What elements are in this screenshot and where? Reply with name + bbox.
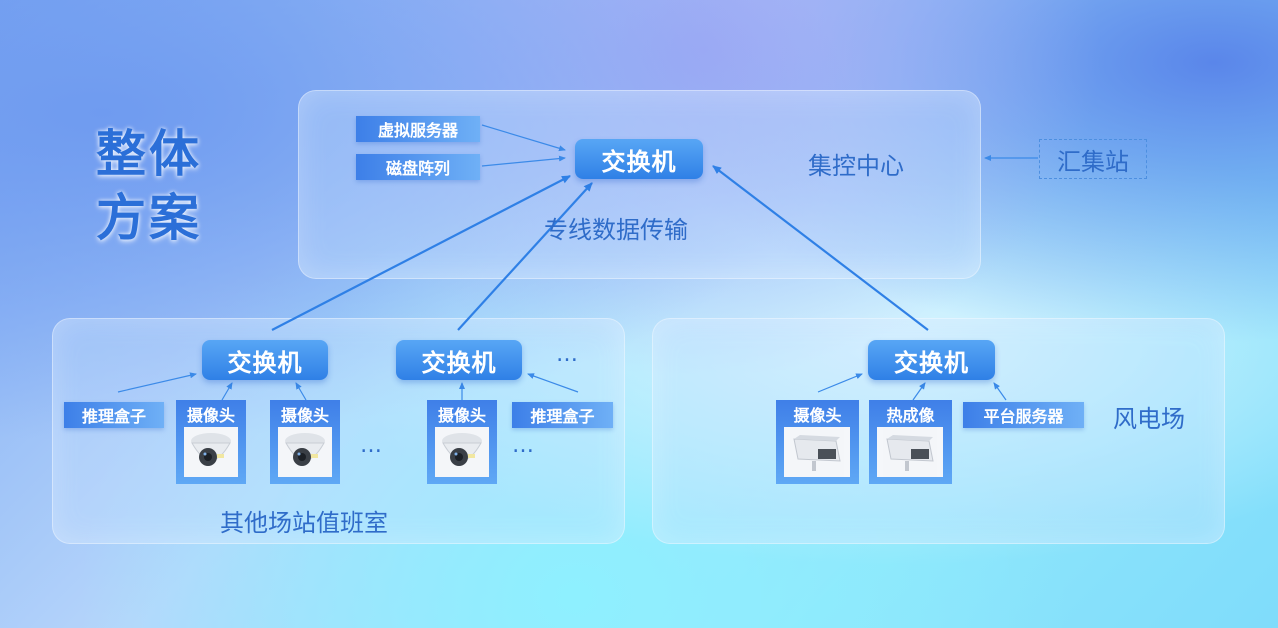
arrow-thermal: [912, 382, 926, 401]
platform-server-tag: 平台服务器: [963, 402, 1084, 428]
station-switch-2: 交换机: [396, 340, 522, 380]
station-more-dots: …: [556, 342, 579, 367]
camera-card-1: 摄像头: [176, 400, 246, 484]
arrow-platform-server: [993, 382, 1007, 401]
arrow-camera1: [221, 382, 233, 401]
uplink-wind-switch: [712, 165, 929, 331]
camera-card-3: 摄像头: [427, 400, 497, 484]
box-camera-icon: [784, 427, 850, 477]
title-line-1: 整体: [96, 125, 202, 183]
other-stations-label: 其他场站值班室: [220, 509, 388, 537]
title-line-2: 方案: [96, 189, 202, 247]
thermal-label: 热成像: [886, 406, 935, 425]
camera-card-2: 摄像头: [270, 400, 340, 484]
uplink-station-switch-2: [457, 182, 593, 331]
arrow-camera2: [295, 382, 307, 401]
transport-label: 专线数据传输: [544, 216, 688, 244]
camera-label: 摄像头: [280, 406, 329, 425]
arrow-infer-right: [527, 373, 579, 393]
virtual-server-tag: 虚拟服务器: [356, 116, 480, 142]
dome-camera-icon: [278, 427, 332, 477]
control-center-label: 集控中心: [808, 152, 904, 180]
arrow-wind-camera: [817, 373, 863, 393]
arrow-virtual-server: [481, 124, 566, 152]
page-title: 整体 方案: [96, 122, 202, 250]
camera-label: 摄像头: [186, 406, 235, 425]
thermal-camera-card: 热成像: [869, 400, 952, 484]
dome-camera-icon: [184, 427, 238, 477]
camera-label: 摄像头: [437, 406, 486, 425]
wind-camera-card: 摄像头: [776, 400, 859, 484]
infer-box-right-tag: 推理盒子: [512, 402, 613, 428]
infer-box-left-tag: 推理盒子: [64, 402, 164, 428]
disk-array-tag: 磁盘阵列: [356, 154, 480, 180]
wind-switch: 交换机: [868, 340, 995, 380]
dome-camera-icon: [435, 427, 489, 477]
camera-label: 摄像头: [793, 406, 842, 425]
arrow-disk-array: [481, 155, 566, 167]
wind-farm-label: 风电场: [1113, 405, 1185, 433]
arrow-infer-left: [117, 372, 197, 393]
center-switch: 交换机: [575, 139, 703, 179]
box-camera-icon: [877, 427, 943, 477]
camera-more-dots: …: [360, 433, 383, 458]
uplink-station-switch-1: [271, 175, 571, 331]
aggregation-station: 汇集站: [1039, 139, 1147, 179]
infer-more-dots: …: [512, 433, 535, 458]
station-switch-1: 交换机: [202, 340, 328, 380]
